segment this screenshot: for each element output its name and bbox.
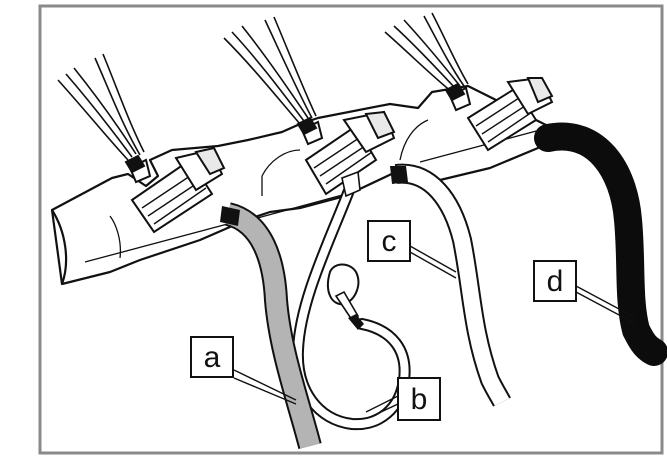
callout-b-label: b [411, 383, 428, 416]
fitting-right [444, 76, 554, 152]
fitting-left [124, 146, 226, 234]
hose-a [220, 202, 322, 450]
hose-c [390, 163, 511, 407]
wire-bundles [57, 12, 469, 161]
callout-d-label: d [547, 265, 564, 298]
callout-c: c [367, 220, 411, 262]
hose-b [291, 170, 411, 431]
callout-a: a [190, 336, 234, 378]
callout-a-label: a [204, 341, 221, 374]
callout-b: b [397, 377, 441, 421]
callout-leaders [233, 245, 637, 419]
callout-d: d [533, 260, 577, 302]
hose-d [534, 122, 667, 366]
fitting-middle [296, 110, 396, 196]
callout-c-label: c [382, 225, 397, 258]
